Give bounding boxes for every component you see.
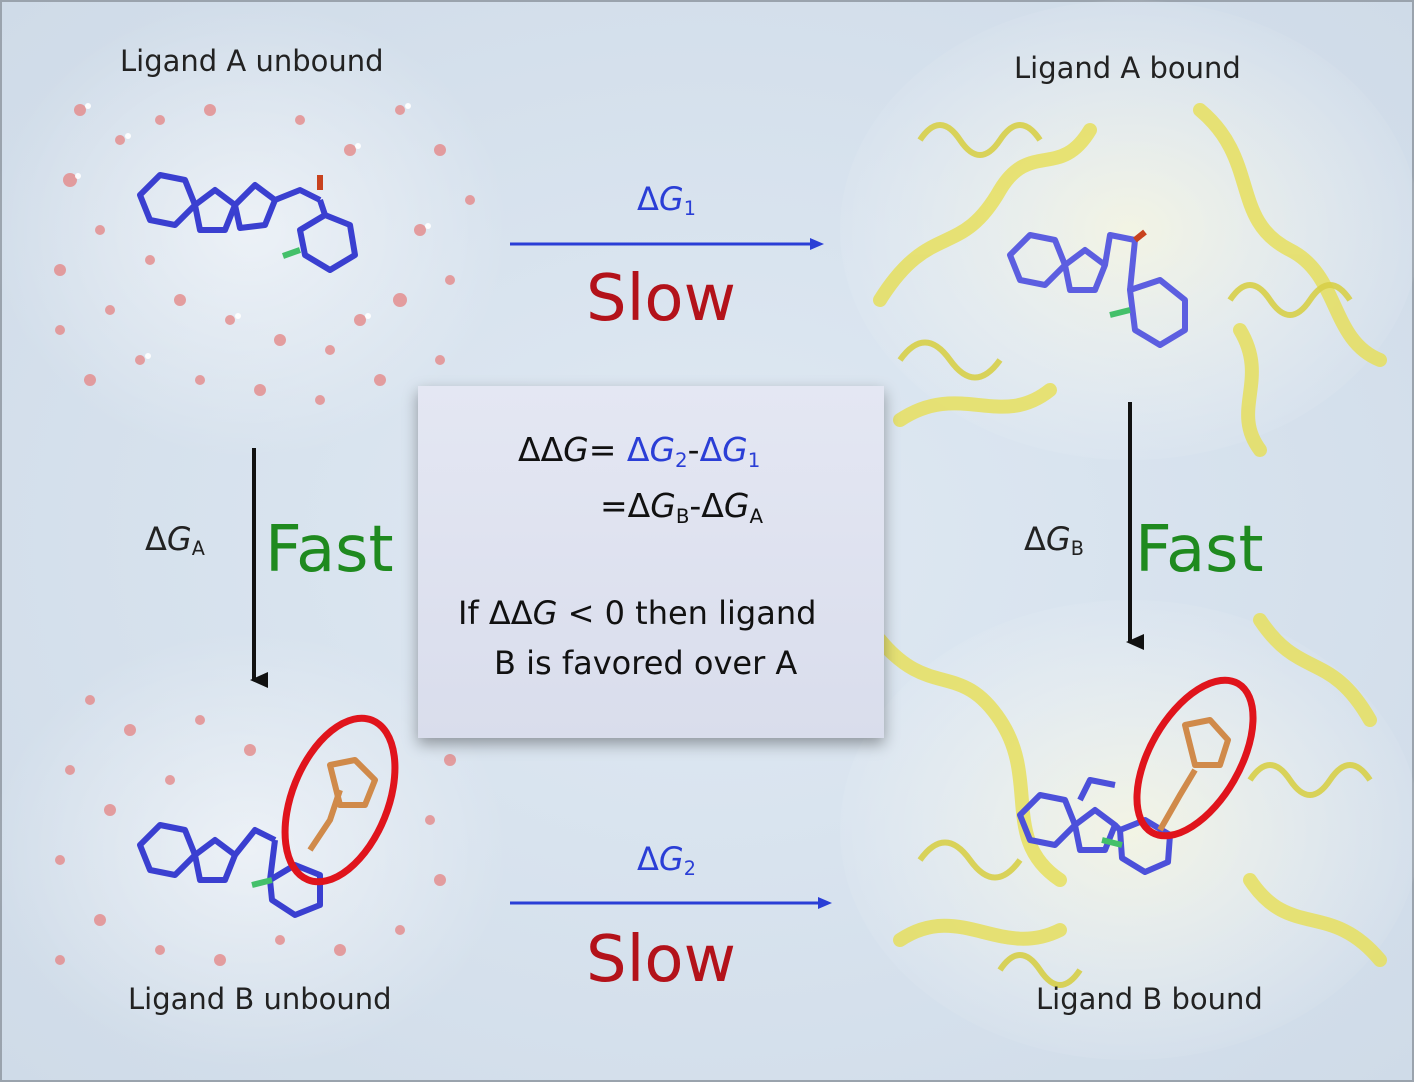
water-solvent-top — [0, 0, 510, 460]
label-ligand-a-bound: Ligand A bound — [1014, 51, 1241, 85]
label-ligand-a-unbound: Ligand A unbound — [120, 44, 384, 78]
slow-label-top: Slow — [586, 262, 736, 336]
ligand-a-bound-molecule — [1007, 229, 1188, 348]
fast-label-left: Fast — [265, 513, 394, 587]
ligand-b-unbound-molecule — [137, 757, 378, 918]
equation-line-2: =ΔGB-ΔGA — [600, 486, 763, 528]
highlight-ring-unbound — [281, 714, 399, 886]
conclusion-line-2: B is favored over A — [494, 644, 798, 682]
protein-top — [840, 0, 1414, 460]
ligand-a-unbound-molecule — [137, 172, 358, 273]
water-solvent-bottom — [0, 630, 510, 1070]
label-ligand-b-unbound: Ligand B unbound — [128, 982, 392, 1016]
slow-label-bottom: Slow — [586, 923, 736, 997]
conclusion-line-1: If ΔΔG < 0 then ligand — [458, 594, 817, 632]
ligand-b-bound-molecule — [1017, 717, 1231, 875]
delta-gb-label: ΔGB — [1024, 520, 1084, 560]
equation-line-1: ΔΔG= ΔG2-ΔG1 — [518, 430, 761, 472]
highlight-ring-bound — [1133, 676, 1257, 840]
delta-g1-label: ΔG1 — [637, 180, 696, 220]
delta-ga-label: ΔGA — [145, 520, 205, 560]
fast-label-right: Fast — [1135, 513, 1264, 587]
label-ligand-b-bound: Ligand B bound — [1036, 982, 1263, 1016]
delta-g2-label: ΔG2 — [637, 840, 696, 880]
equation-box: ΔΔG= ΔG2-ΔG1 =ΔGB-ΔGA If ΔΔG < 0 then li… — [418, 386, 884, 738]
